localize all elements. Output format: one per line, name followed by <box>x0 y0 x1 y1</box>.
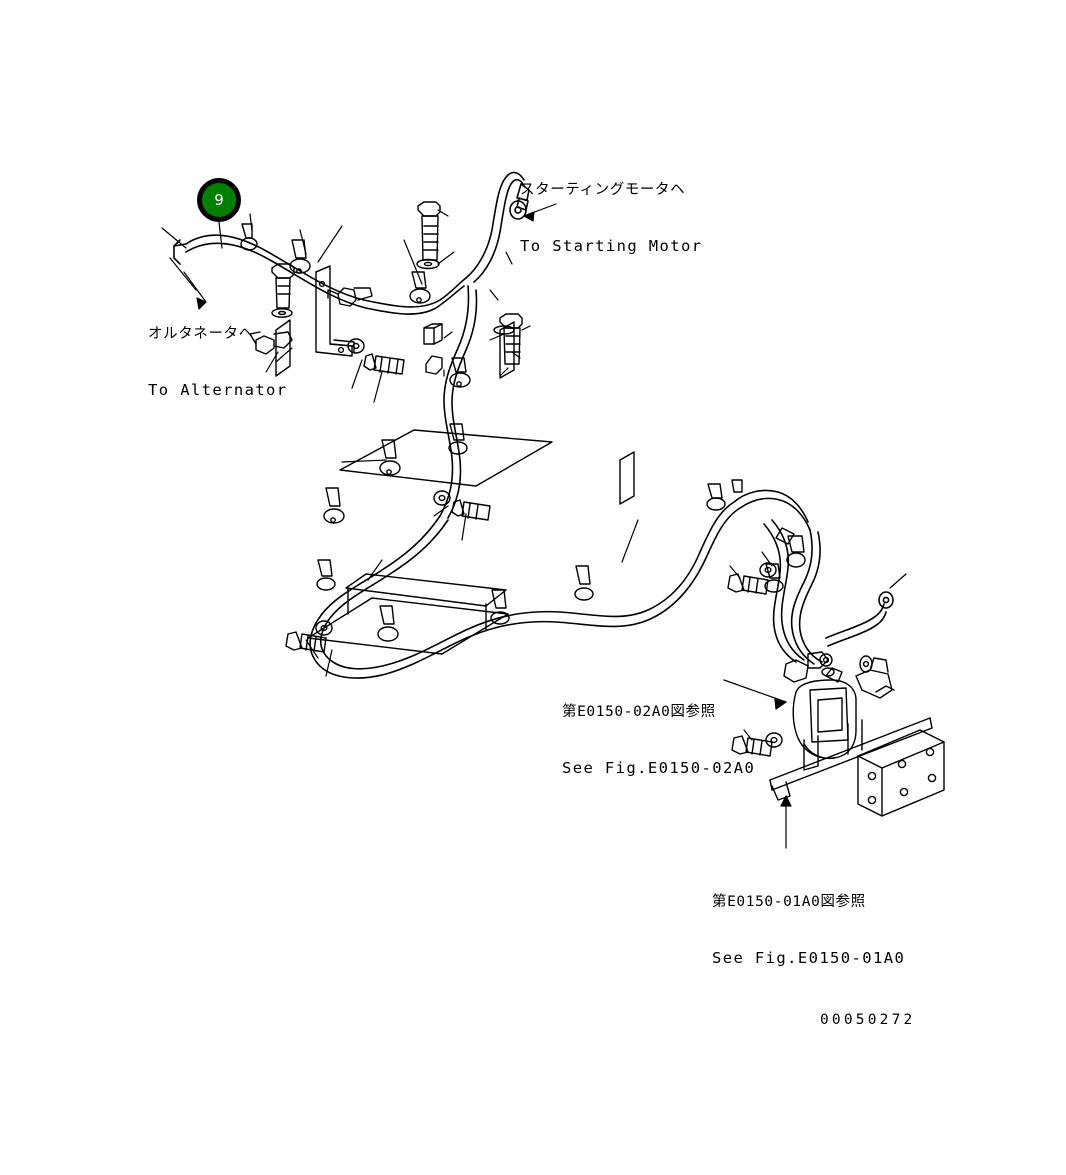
label-to-alternator-jp: オルタネータヘ <box>148 325 254 342</box>
label-see-fig-02a0-en: See Fig.E0150-02A0 <box>562 758 756 777</box>
washer <box>271 258 783 748</box>
label-see-fig-01a0-en: See Fig.E0150-01A0 <box>712 948 906 967</box>
label-see-fig-e0150-01a0: 第E0150-01A0図参照 See Fig.E0150-01A0 <box>712 856 905 1005</box>
cable-clamp <box>240 223 806 642</box>
label-to-alternator-en: To Alternator <box>148 380 288 399</box>
nut <box>423 323 443 375</box>
battery-relay-assembly <box>783 651 857 760</box>
terminal-clip <box>249 287 373 355</box>
mounting-plate <box>857 729 945 817</box>
harness-lower-loop <box>309 501 741 679</box>
harness-right-branch <box>733 489 894 665</box>
drawing-number: 00050272 <box>820 1012 916 1028</box>
callout-number: 9 <box>214 190 224 209</box>
frame-rail <box>769 717 933 801</box>
callout-badge-9[interactable]: 9 <box>197 178 241 222</box>
relay-connector <box>855 655 895 699</box>
mounting-bracket-upper <box>315 265 355 357</box>
cable-to-starting-motor <box>465 171 530 283</box>
label-to-starting-motor: スターティングモータヘ To Starting Motor <box>520 144 702 293</box>
label-see-fig-02a0-jp: 第E0150-02A0図参照 <box>562 703 716 720</box>
label-see-fig-01a0-jp: 第E0150-01A0図参照 <box>712 893 866 910</box>
label-to-alternator: オルタネータヘ To Alternator <box>148 288 288 437</box>
label-to-starting-motor-en: To Starting Motor <box>520 236 703 255</box>
cable-mid-run <box>439 285 478 519</box>
label-see-fig-e0150-02a0: 第E0150-02A0図参照 See Fig.E0150-02A0 <box>562 666 755 815</box>
bolt <box>271 201 773 757</box>
label-to-starting-motor-jp: スターティングモータヘ <box>520 181 686 198</box>
leader-line <box>161 203 907 849</box>
bracket-plate <box>275 319 635 655</box>
